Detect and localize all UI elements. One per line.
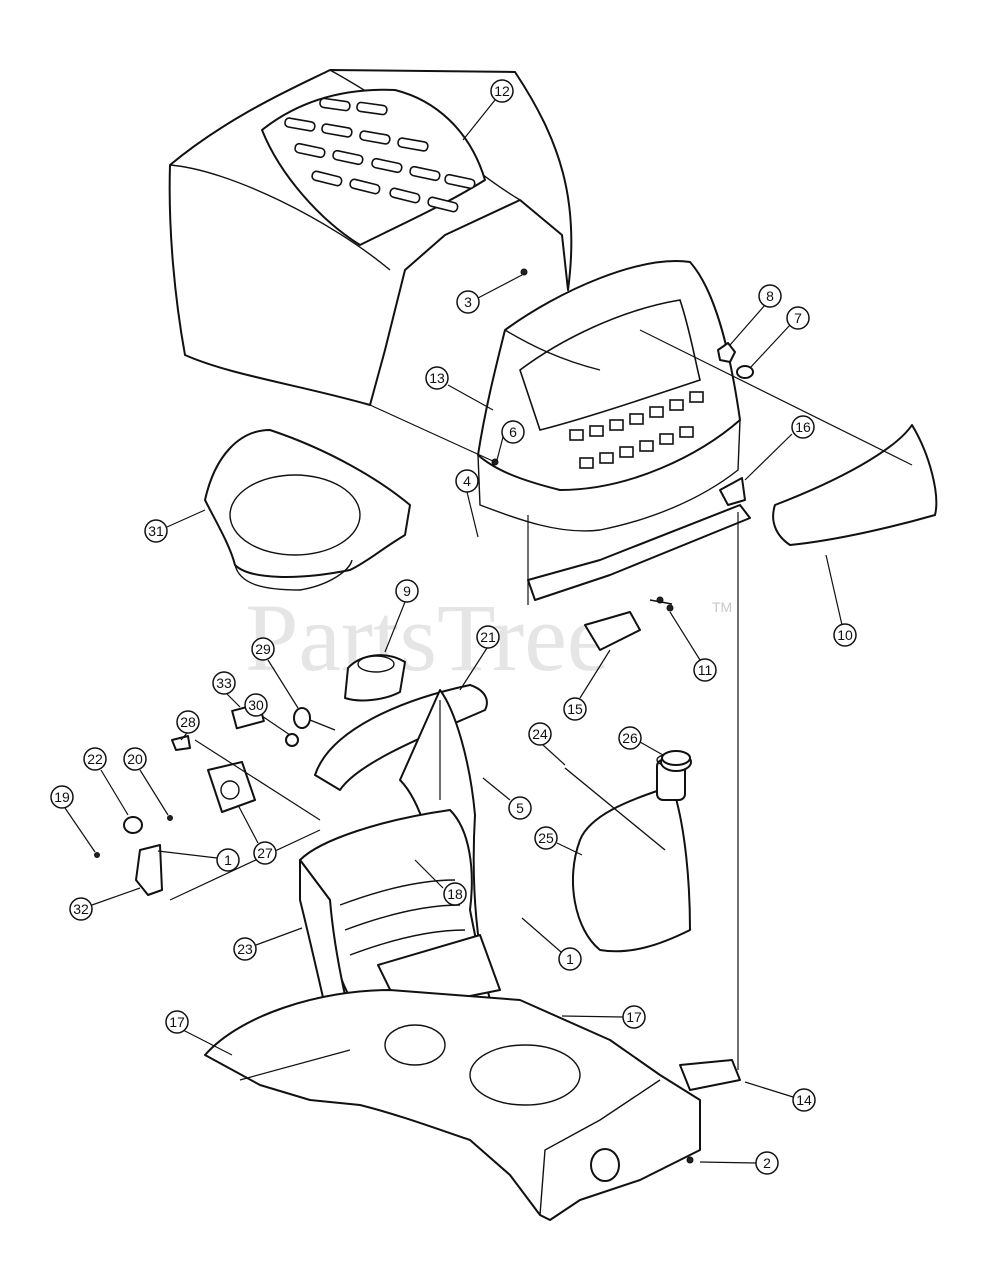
callout-9: 9 [384,579,419,653]
callout-24: 24 [528,722,566,766]
brackets-part [527,477,751,651]
svg-text:33: 33 [216,675,232,691]
callout-26: 26 [618,726,664,756]
callout-27: 27 [237,804,277,865]
chassis-part [204,989,741,1221]
callouts: 12 3 8 7 13 6 4 16 31 9 21 11 10 15 29 3… [50,79,857,1175]
svg-text:16: 16 [795,419,811,435]
lens-part [772,424,938,546]
callout-17b: 17 [561,1005,646,1029]
svg-text:26: 26 [622,730,638,746]
svg-text:1: 1 [566,951,574,967]
svg-text:30: 30 [248,697,264,713]
callout-29: 29 [251,637,299,709]
callout-21: 21 [459,625,500,691]
svg-text:15: 15 [567,701,583,717]
callout-15: 15 [563,649,611,721]
callout-22: 22 [83,747,129,816]
svg-text:6: 6 [509,424,517,440]
svg-text:14: 14 [796,1092,812,1108]
callout-3: 3 [456,274,523,314]
callout-13: 13 [425,366,494,411]
svg-text:9: 9 [403,583,411,599]
svg-text:10: 10 [837,627,853,643]
callout-6: 6 [496,420,525,461]
callout-12: 12 [462,79,514,141]
svg-text:2: 2 [763,1155,771,1171]
callout-2: 2 [699,1151,779,1175]
callout-20: 20 [123,747,169,816]
svg-text:31: 31 [148,523,164,539]
svg-text:5: 5 [516,800,524,816]
svg-text:11: 11 [698,662,713,678]
callout-8: 8 [729,284,782,346]
svg-text:24: 24 [532,726,548,742]
callout-7: 7 [749,306,810,369]
callout-1b: 1 [521,917,582,971]
callout-11: 11 [669,611,717,682]
svg-text:3: 3 [464,294,472,310]
svg-text:19: 19 [54,789,70,805]
dash-frame-part [299,684,501,1116]
fuel-tank-part [564,750,692,953]
small-parts [94,654,406,896]
callout-28: 28 [176,710,200,741]
svg-text:28: 28 [180,714,196,730]
watermark: PartsTree TM [245,584,732,691]
svg-text:21: 21 [480,629,496,645]
callout-23: 23 [233,927,303,961]
svg-text:4: 4 [463,473,471,489]
svg-text:22: 22 [87,751,103,767]
callout-31: 31 [144,509,206,543]
callout-10: 10 [825,554,857,647]
svg-text:13: 13 [429,370,445,386]
svg-text:25: 25 [538,830,554,846]
shroud-part [204,429,411,591]
svg-text:8: 8 [766,288,774,304]
svg-text:20: 20 [127,751,143,767]
svg-text:32: 32 [73,901,89,917]
assembly-lines [169,329,913,1081]
svg-text:17: 17 [626,1009,642,1025]
dash-panel-part [477,260,741,532]
callout-30: 30 [244,693,291,736]
callout-14: 14 [744,1081,816,1112]
watermark-text: PartsTree [245,584,609,691]
svg-text:23: 23 [237,941,253,957]
callout-32: 32 [69,887,141,921]
svg-text:17: 17 [169,1014,185,1030]
svg-text:18: 18 [447,886,463,902]
callout-5: 5 [482,777,532,820]
hood-part [168,69,573,406]
svg-text:7: 7 [794,310,802,326]
clip-and-knob-parts [717,342,754,379]
callout-18: 18 [414,859,467,906]
svg-text:27: 27 [257,845,273,861]
svg-text:1: 1 [224,852,232,868]
callout-1: 1 [157,848,240,872]
svg-text:29: 29 [255,641,271,657]
callout-17a: 17 [165,1010,233,1056]
callout-33: 33 [212,671,241,708]
watermark-trademark: TM [712,599,732,615]
callout-19: 19 [50,785,96,853]
callout-25: 25 [534,826,583,856]
callout-16: 16 [744,415,815,481]
callout-4: 4 [455,469,479,538]
svg-text:12: 12 [494,83,510,99]
